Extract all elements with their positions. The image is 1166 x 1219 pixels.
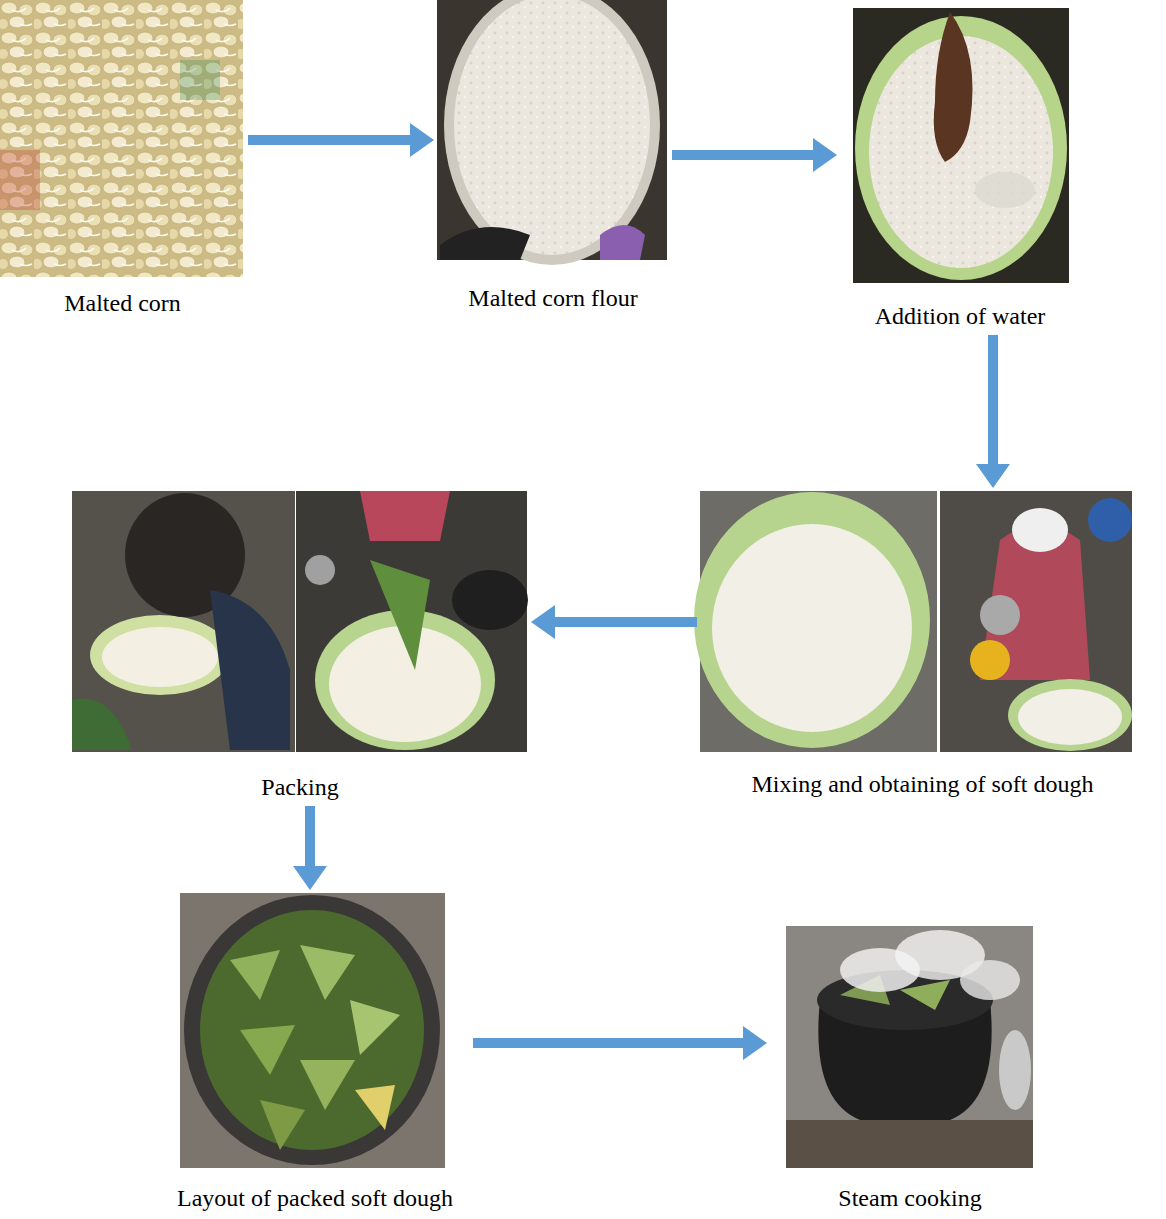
step-caption: Layout of packed soft dough	[160, 1180, 470, 1214]
flow-arrow	[293, 806, 327, 890]
photo-step: Malted corn	[0, 0, 245, 319]
green-bowl	[694, 492, 930, 748]
flour-heap	[454, 0, 650, 255]
green-bowl	[1008, 679, 1132, 751]
step-caption: Packing	[72, 769, 528, 803]
flow-arrow	[473, 1026, 767, 1060]
layout-photo	[180, 893, 445, 1168]
dress	[360, 491, 450, 541]
leaf-packet	[240, 1025, 295, 1075]
water-photo	[853, 8, 1069, 283]
malted-corn-photo	[0, 0, 243, 277]
leaf-packet	[230, 950, 280, 1000]
glove	[600, 225, 645, 260]
step-caption: Malted corn	[0, 285, 245, 319]
hand	[934, 12, 973, 162]
photo-area	[0, 0, 245, 285]
mixing-photo	[694, 491, 1132, 752]
scoop	[440, 227, 530, 260]
photo-area	[700, 491, 1145, 766]
arrow-head	[813, 138, 837, 172]
photo-area	[72, 491, 528, 769]
leaf-packet	[300, 1060, 355, 1110]
cloth-patch	[180, 60, 220, 100]
arrow-shaft	[551, 617, 697, 627]
photo-area	[840, 8, 1080, 298]
leaf-packet	[350, 1000, 400, 1055]
lid	[999, 1030, 1031, 1110]
metal-bowl	[305, 555, 335, 585]
flow-arrow	[976, 335, 1010, 488]
photo-frame	[180, 893, 445, 1168]
photo-area	[770, 926, 1050, 1180]
arrow-head	[410, 123, 434, 157]
step-caption: Mixing and obtaining of soft dough	[700, 766, 1145, 800]
batter	[1018, 689, 1122, 745]
shirt	[210, 590, 290, 750]
flow-arrow	[672, 138, 837, 172]
black-bowl	[452, 570, 528, 630]
steam	[960, 960, 1020, 1000]
photo-frame	[940, 491, 1132, 752]
blue-bucket	[1088, 498, 1132, 542]
arrow-head	[293, 866, 327, 890]
step-caption: Addition of water	[840, 298, 1080, 332]
leaf-bed	[200, 910, 424, 1150]
arrow-head	[531, 605, 555, 639]
arrow-head	[743, 1026, 767, 1060]
water	[975, 172, 1035, 208]
photo-frame	[853, 8, 1069, 283]
arrow-shaft	[672, 150, 817, 160]
step-caption: Malted corn flour	[437, 280, 669, 314]
photo-step: Packing	[72, 491, 528, 803]
photo-step: Malted corn flour	[437, 0, 669, 314]
batter	[102, 627, 218, 687]
photo-frame	[0, 0, 243, 277]
arrow-shaft	[473, 1038, 747, 1048]
bowl-rim	[444, 0, 660, 265]
step-caption: Steam cooking	[770, 1180, 1050, 1214]
photo-frame	[786, 926, 1033, 1168]
packing-photo	[72, 491, 528, 752]
photo-step: Layout of packed soft dough	[160, 893, 470, 1214]
flour-photo	[437, 0, 667, 265]
batter	[712, 524, 912, 732]
yellow-cup	[970, 640, 1010, 680]
photo-area	[160, 893, 470, 1180]
flow-arrow	[248, 123, 434, 157]
green-bowl	[90, 615, 230, 695]
photo-step: Addition of water	[840, 8, 1080, 332]
pot	[184, 895, 440, 1165]
cloth-patch	[0, 150, 40, 210]
headscarf	[1012, 508, 1068, 552]
photo-frame	[296, 491, 527, 752]
leaf-packet	[260, 1100, 305, 1150]
photo-step: Mixing and obtaining of soft dough	[700, 491, 1145, 800]
flow-arrow	[531, 605, 697, 639]
steam-photo	[786, 926, 1033, 1168]
leaf	[370, 560, 430, 670]
hearth	[786, 1120, 1033, 1168]
leaves	[72, 699, 132, 750]
arrow-head	[976, 464, 1010, 488]
arrow-shaft	[248, 135, 414, 145]
arrow-shaft	[988, 335, 998, 468]
leaf-packet	[355, 1085, 395, 1130]
photo-area	[437, 0, 669, 280]
leaf-packet	[300, 945, 355, 1000]
metal-bowl	[980, 595, 1020, 635]
photo-frame	[72, 491, 295, 752]
photo-step: Steam cooking	[770, 926, 1050, 1214]
arrow-shaft	[305, 806, 315, 870]
